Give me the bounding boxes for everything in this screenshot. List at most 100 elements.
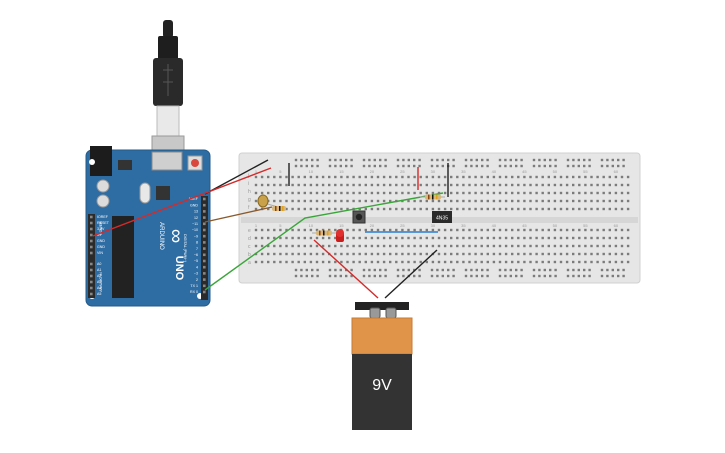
breadboard-rail-hole — [554, 158, 557, 162]
column-number: 1 — [255, 223, 258, 228]
breadboard-rail-hole — [452, 274, 455, 278]
breadboard-rail-hole — [300, 158, 303, 162]
wires — [92, 159, 449, 299]
breadboard-hole — [456, 244, 459, 248]
breadboard-rail-hole — [334, 268, 337, 272]
breadboard-rail-hole — [373, 274, 376, 278]
breadboard-hole — [346, 191, 349, 195]
breadboard-hole — [443, 199, 447, 203]
breadboard-hole — [346, 207, 349, 211]
breadboard-hole — [614, 183, 618, 187]
breadboard-hole — [529, 260, 532, 264]
breadboard-hole — [559, 199, 563, 203]
breadboard-hole — [608, 207, 611, 211]
breadboard-hole — [492, 236, 496, 240]
breadboard-hole — [358, 191, 361, 195]
breadboard-hole — [523, 236, 526, 240]
breadboard-hole — [620, 191, 624, 195]
breadboard-hole — [486, 199, 489, 203]
breadboard-hole — [529, 228, 532, 232]
pin-label: 12 — [194, 216, 198, 220]
breadboard-rail-hole — [617, 274, 620, 278]
breadboard-hole — [309, 244, 313, 248]
breadboard-hole — [590, 175, 593, 179]
breadboard-hole — [498, 252, 502, 256]
breadboard-hole — [523, 228, 526, 232]
breadboard-hole — [279, 175, 282, 179]
column-number: 30 — [431, 169, 436, 174]
breadboard-hole — [572, 252, 575, 256]
column-number: 1 — [255, 169, 258, 174]
breadboard-hole — [382, 191, 386, 195]
header-pin — [90, 239, 93, 243]
breadboard-hole — [425, 236, 428, 240]
breadboard-rail-hole — [588, 274, 591, 278]
breadboard-rail-hole — [486, 268, 489, 272]
header-pin — [90, 262, 93, 266]
breadboard-hole — [450, 191, 453, 195]
breadboard-hole — [346, 252, 349, 256]
breadboard-rail-hole — [566, 158, 570, 162]
breadboard-hole — [590, 260, 593, 264]
breadboard-hole — [370, 175, 374, 179]
breadboard-hole — [535, 207, 538, 211]
breadboard-rail-hole — [470, 268, 473, 272]
breadboard-hole — [407, 236, 410, 240]
column-number: 30 — [431, 223, 436, 228]
breadboard-hole — [279, 252, 282, 256]
breadboard-hole — [486, 252, 489, 256]
pin-label: 4 — [196, 265, 198, 269]
breadboard-rail-hole — [606, 164, 609, 168]
breadboard-rail-hole — [464, 268, 468, 272]
breadboard-hole — [620, 260, 624, 264]
breadboard-hole — [328, 244, 331, 248]
breadboard-hole — [267, 236, 270, 240]
breadboard-rail-hole — [300, 268, 303, 272]
breadboard-hole — [620, 175, 624, 179]
column-number: 15 — [339, 169, 344, 174]
breadboard-hole — [456, 236, 459, 240]
reset-button-cap — [191, 159, 199, 167]
breadboard-hole — [437, 244, 441, 248]
breadboard-hole — [450, 260, 453, 264]
breadboard-rail-hole — [577, 158, 580, 162]
breadboard-hole — [419, 244, 422, 248]
usb-port — [151, 151, 183, 171]
breadboard-holes — [254, 158, 630, 278]
column-number: 45 — [522, 169, 527, 174]
breadboard-rail-hole — [441, 158, 444, 162]
breadboard-hole — [389, 236, 392, 240]
breadboard-hole — [468, 183, 471, 187]
pin-label: A2 — [97, 274, 101, 278]
breadboard-rail-hole — [566, 274, 570, 278]
breadboard-hole — [590, 191, 593, 195]
breadboard-hole — [370, 260, 374, 264]
breadboard-hole — [321, 191, 325, 195]
breadboard-rail-hole — [339, 268, 342, 272]
breadboard-hole — [376, 228, 380, 232]
breadboard-rail-hole — [362, 164, 366, 168]
breadboard-hole — [309, 199, 313, 203]
breadboard-hole — [486, 228, 489, 232]
breadboard-hole — [559, 191, 563, 195]
breadboard-hole — [395, 236, 398, 240]
breadboard-hole — [602, 183, 605, 187]
breadboard-hole — [596, 199, 599, 203]
breadboard-hole — [285, 175, 288, 179]
row-letter: b — [248, 252, 251, 258]
breadboard-hole — [529, 183, 532, 187]
breadboard-hole — [492, 175, 496, 179]
breadboard-hole — [486, 191, 489, 195]
breadboard-hole — [413, 199, 416, 203]
breadboard-hole — [419, 175, 422, 179]
breadboard-hole — [559, 183, 563, 187]
breadboard-hole — [578, 191, 581, 195]
breadboard-rail-hole — [384, 274, 387, 278]
breadboard-hole — [352, 228, 355, 232]
breadboard-hole — [334, 183, 337, 187]
breadboard-rail-hole — [481, 268, 484, 272]
breadboard-hole — [340, 260, 343, 264]
breadboard-hole — [620, 236, 624, 240]
breadboard-rail-hole — [509, 158, 512, 162]
breadboard-hole — [425, 228, 428, 232]
